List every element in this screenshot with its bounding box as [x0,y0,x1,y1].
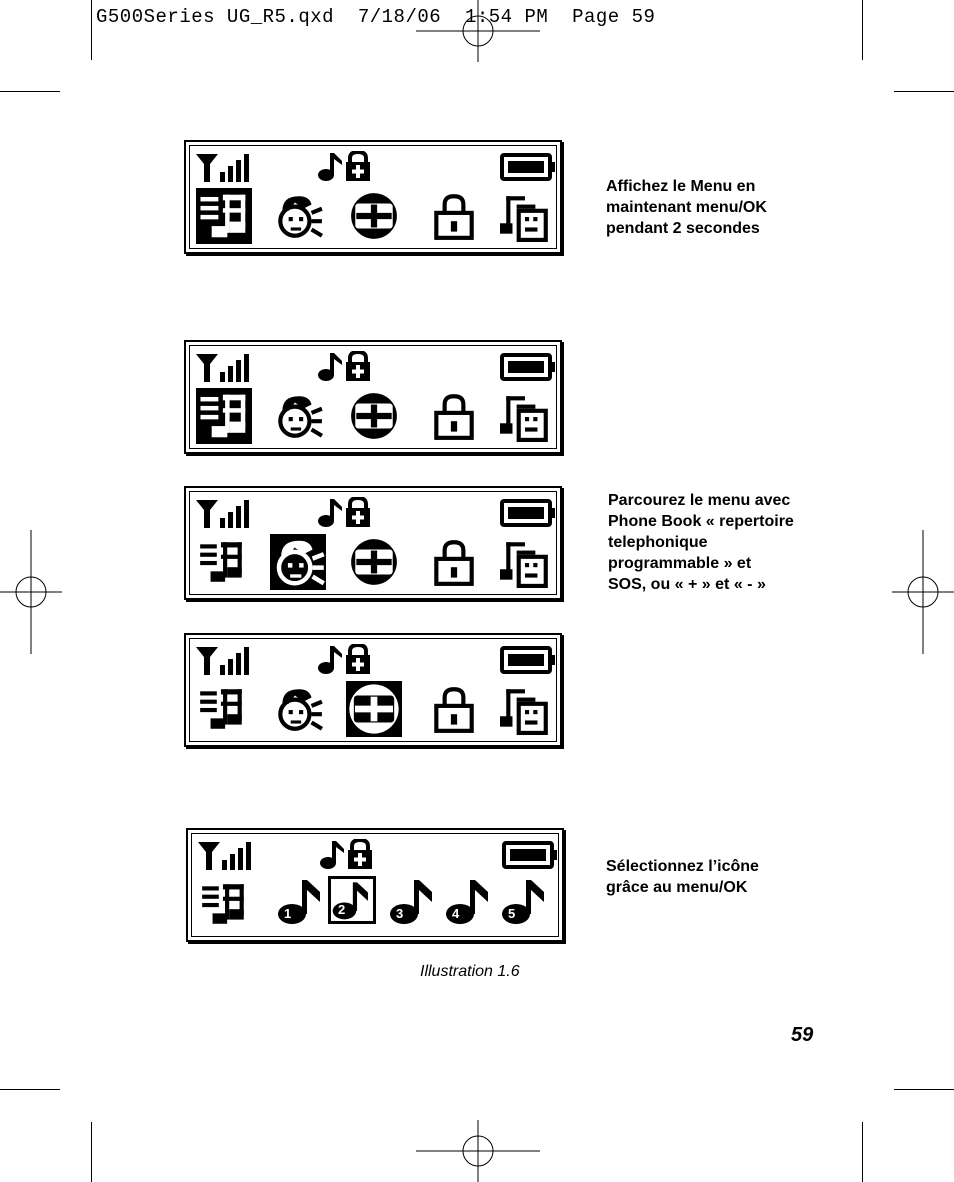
crop-mark-tl-h [0,91,60,92]
ringtone-option-5[interactable]: 5 [500,876,550,926]
lcd-screen-frame [189,638,557,742]
crop-mark-br-h [894,1089,954,1090]
music-icon[interactable] [196,683,248,735]
lcd-screen-3 [184,486,562,600]
lock-icon[interactable] [428,536,480,588]
ringtone-option-1[interactable]: 1 [276,876,326,926]
crop-mark-tl-v [91,0,92,60]
keylock-icon [344,644,372,674]
sos-icon-selected[interactable] [346,681,402,737]
phonebook-icon[interactable] [272,190,324,242]
signal-strength-icon [196,498,256,528]
music-icon[interactable] [198,878,250,930]
registration-mark-bottom [416,1120,540,1182]
keylock-icon [344,351,372,381]
signal-strength-icon [196,352,256,382]
ringtone-settings-icon[interactable] [500,190,552,242]
music-icon-selected[interactable] [196,388,252,444]
caption-select-icon: Sélectionnez l’icône grâce au menu/OK [606,858,759,896]
keylock-icon [344,497,372,527]
lock-icon[interactable] [428,683,480,735]
page-number: 59 [791,1024,814,1046]
registration-mark-left [0,530,62,654]
signal-strength-icon [196,645,256,675]
ringtone-option-3[interactable]: 3 [388,876,438,926]
ringer-note-icon [318,497,342,527]
lcd-screen-frame [191,833,559,937]
ringtone-digit: 3 [396,906,404,921]
ringtone-digit: 4 [452,906,460,921]
battery-icon [500,152,556,182]
music-icon[interactable] [196,536,248,588]
lcd-screen-5: 1 2 3 4 5 [186,828,564,942]
caption-browse-menu: Parcourez le menu avec Phone Book « repe… [608,492,794,593]
lcd-screen-frame [189,145,557,249]
lock-icon[interactable] [428,390,480,442]
crop-mark-bl-v [91,1122,92,1182]
ringer-note-icon [320,839,344,869]
registration-mark-top [416,0,540,62]
ringer-note-icon [318,351,342,381]
sos-icon[interactable] [348,536,400,588]
caption-show-menu: Affichez le Menu en maintenant menu/OK p… [606,178,767,237]
phonebook-icon-selected[interactable] [270,534,326,590]
header-slug: G500Series UG_R5.qxd 7/18/06 1:54 PM Pag… [96,6,656,28]
ringer-note-icon [318,151,342,181]
lcd-screen-1 [184,140,562,254]
lcd-screen-frame [189,491,557,595]
keylock-icon [346,839,374,869]
lcd-screen-4 [184,633,562,747]
keylock-icon [344,151,372,181]
battery-icon [500,498,556,528]
ringtone-option-4[interactable]: 4 [444,876,494,926]
music-icon-selected[interactable] [196,188,252,244]
ringtone-option-2-selected[interactable]: 2 [328,876,376,924]
crop-mark-tr-h [894,91,954,92]
phonebook-icon[interactable] [272,683,324,735]
sos-icon[interactable] [348,190,400,242]
battery-icon [500,645,556,675]
ringtone-digit: 1 [284,906,292,921]
crop-mark-bl-h [0,1089,60,1090]
phonebook-icon[interactable] [272,390,324,442]
crop-mark-tr-v [862,0,863,60]
illustration-label: Illustration 1.6 [420,963,520,980]
ringtone-digit: 2 [338,902,346,917]
lcd-screen-2 [184,340,562,454]
ringtone-digit: 5 [508,906,516,921]
battery-icon [502,840,558,870]
battery-icon [500,352,556,382]
signal-strength-icon [198,840,258,870]
lcd-screen-frame [189,345,557,449]
lock-icon[interactable] [428,190,480,242]
sos-icon[interactable] [348,390,400,442]
ringtone-settings-icon[interactable] [500,390,552,442]
ringer-note-icon [318,644,342,674]
registration-mark-right [892,530,954,654]
crop-mark-br-v [862,1122,863,1182]
ringtone-settings-icon[interactable] [500,536,552,588]
ringtone-settings-icon[interactable] [500,683,552,735]
signal-strength-icon [196,152,256,182]
